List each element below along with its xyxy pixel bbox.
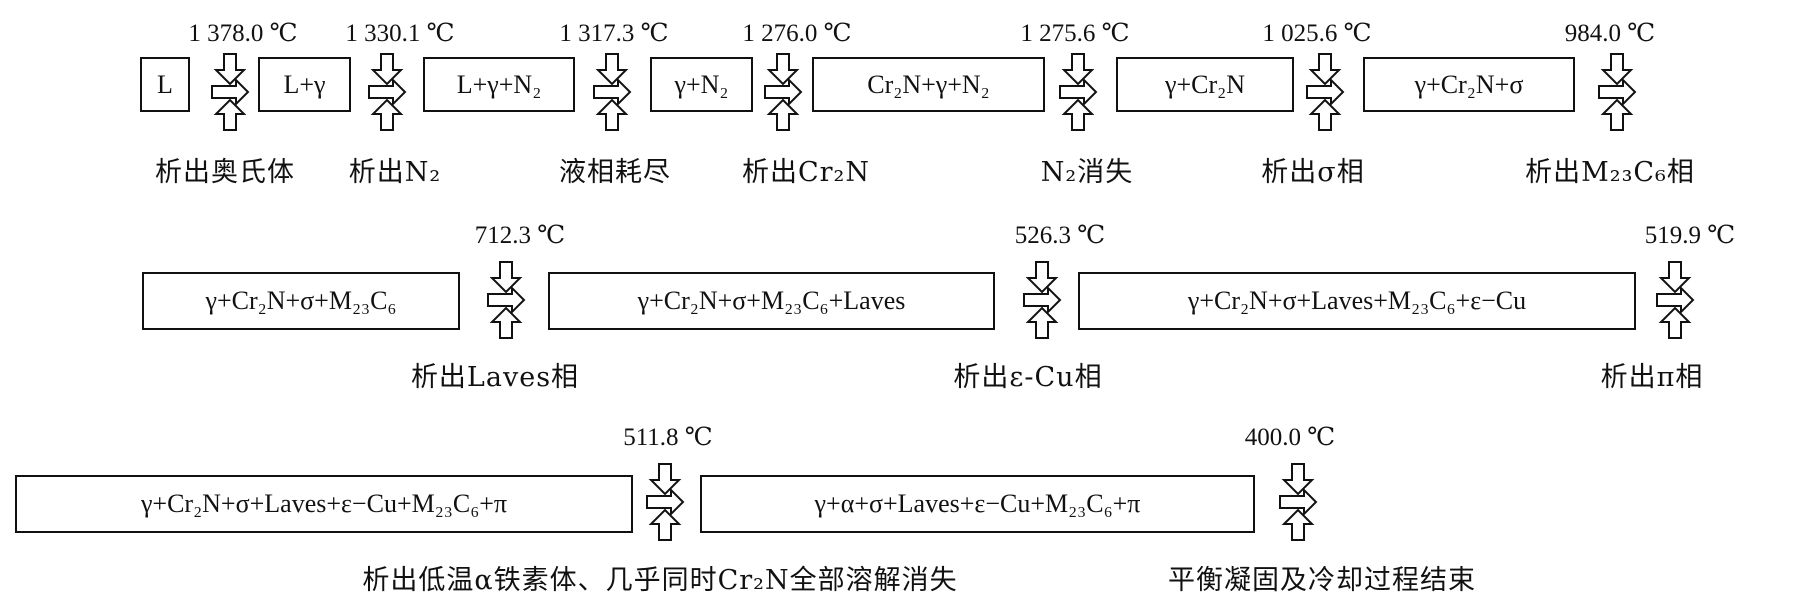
note-label-7: 析出M₂₃C₆相 [1525,157,1695,188]
transition-arrow-icon [1059,53,1097,131]
phase-box-7: γ+Cr₂N+σ [1363,57,1575,112]
transition-arrow-icon [487,261,525,339]
temp-label-7: 984.0 ℃ [1564,20,1656,47]
temp-label-8: 712.3 ℃ [474,222,566,249]
temp-label-10: 519.9 ℃ [1644,222,1736,249]
phase-box-9: γ+Cr₂N+σ+M₂₃C₆+Laves [548,272,995,330]
transition-arrow-icon [1023,261,1061,339]
phase-box-3: L+γ+N₂ [423,57,575,112]
transition-arrow-icon [368,53,406,131]
note-label-12: 平衡凝固及冷却过程结束 [1168,565,1476,596]
note-label-2: 析出N₂ [348,157,442,188]
temp-label-5: 1 275.6 ℃ [1020,20,1130,47]
transition-arrow-icon [1306,53,1344,131]
temp-label-1: 1 378.0 ℃ [188,20,298,47]
phase-box-11: γ+Cr₂N+σ+Laves+ε−Cu+M₂₃C₆+π [15,475,633,533]
temp-label-3: 1 317.3 ℃ [559,20,669,47]
phase-box-8: γ+Cr₂N+σ+M₂₃C₆ [142,272,460,330]
phase-box-6: γ+Cr₂N [1116,57,1294,112]
note-label-1: 析出奥氏体 [155,157,295,188]
note-label-4: 析出Cr₂N [741,157,871,188]
note-label-3: 液相耗尽 [559,157,671,188]
note-label-9: 析出ε-Cu相 [953,362,1103,393]
phase-box-2: L+γ [258,57,351,112]
transition-arrow-icon [764,53,802,131]
note-label-5: N₂消失 [1040,157,1134,188]
transition-arrow-icon [593,53,631,131]
temp-label-2: 1 330.1 ℃ [345,20,455,47]
note-label-10: 析出π相 [1600,362,1704,393]
temp-label-4: 1 276.0 ℃ [742,20,852,47]
temp-label-6: 1 025.6 ℃ [1262,20,1372,47]
temp-label-9: 526.3 ℃ [1014,222,1106,249]
note-label-6: 析出σ相 [1261,157,1365,188]
note-label-8: 析出Laves相 [410,362,580,393]
phase-box-1: L [140,57,190,112]
note-label-11: 析出低温α铁素体、几乎同时Cr₂N全部溶解消失 [362,565,958,596]
transition-arrow-icon [1279,463,1317,541]
phase-box-5: Cr₂N+γ+N₂ [812,57,1045,112]
phase-box-10: γ+Cr₂N+σ+Laves+M₂₃C₆+ε−Cu [1078,272,1636,330]
transition-arrow-icon [646,463,684,541]
phase-box-12: γ+α+σ+Laves+ε−Cu+M₂₃C₆+π [700,475,1255,533]
temp-label-11: 511.8 ℃ [623,424,713,451]
transition-arrow-icon [211,53,249,131]
transition-arrow-icon [1656,261,1694,339]
transition-arrow-icon [1598,53,1636,131]
phase-box-4: γ+N₂ [650,57,753,112]
temp-label-12: 400.0 ℃ [1244,424,1336,451]
